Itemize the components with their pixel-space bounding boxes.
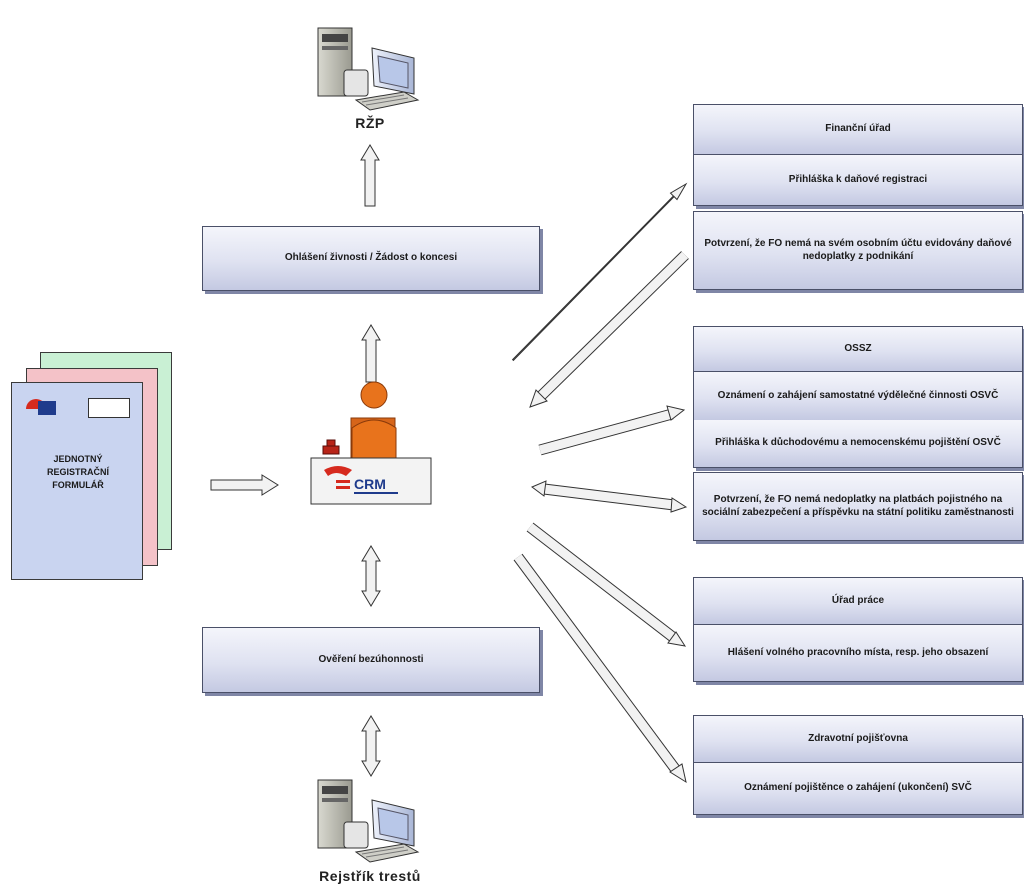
zdravotni-pojistovna-group: Zdravotní pojišťovna Oznámení pojištěnce…: [693, 715, 1023, 815]
ossz-confirmation[interactable]: Potvrzení, že FO nemá nedoplatky na plat…: [693, 472, 1023, 541]
arrow-up-to-trade-notification: [361, 324, 381, 383]
form-title-line-3: FORMULÁŘ: [52, 480, 104, 491]
arrow-double-integrity-register: [361, 715, 381, 777]
urad-prace-group: Úřad práce Hlášení volného pracovního mí…: [693, 577, 1023, 682]
integrity-check-box[interactable]: Ověření bezúhonnosti: [202, 627, 540, 693]
ossz-start-notification[interactable]: Oznámení o zahájení samostatné výdělečné…: [693, 372, 1023, 420]
ossz-insurance-registration[interactable]: Přihláška k důchodovému a nemocenskému p…: [693, 420, 1023, 468]
form-title-line-1: JEDNOTNÝ: [53, 454, 103, 464]
financni-urad-header[interactable]: Finanční úřad: [693, 104, 1023, 155]
zdravotni-pojistovna-header[interactable]: Zdravotní pojišťovna: [693, 715, 1023, 763]
arrow-double-center-integrity: [361, 545, 381, 607]
form-logo-icon: [26, 397, 58, 415]
financni-urad-registration[interactable]: Přihláška k daňové registraci: [693, 155, 1023, 206]
ossz-header[interactable]: OSSZ: [693, 326, 1023, 372]
arrow-to-financni-urad-registration: [511, 182, 688, 362]
trade-notification-box[interactable]: Ohlášení živnosti / Žádost o koncesi: [202, 226, 540, 291]
arrow-right-form-to-office: [210, 474, 279, 496]
arrow-to-ossz-registration: [538, 405, 686, 456]
crm-logo-text: CRM: [354, 476, 386, 492]
form-page-blue[interactable]: JEDNOTNÝ REGISTRAČNÍ FORMULÁŘ: [11, 382, 143, 580]
arrow-to-zdravotni-pojistovna: [513, 553, 687, 784]
ossz-group: OSSZ Oznámení o zahájení samostatné výdě…: [693, 326, 1023, 468]
urad-prace-vacancy[interactable]: Hlášení volného pracovního místa, resp. …: [693, 625, 1023, 682]
arrow-up-to-rzp: [360, 144, 380, 207]
form-title: JEDNOTNÝ REGISTRAČNÍ FORMULÁŘ: [12, 453, 144, 492]
computer-server-icon-top: [317, 27, 420, 111]
criminal-register-label: Rejstřík trestů: [319, 868, 421, 884]
arrow-from-ossz-confirmation: [531, 480, 688, 513]
office-clerk-icon: [322, 381, 397, 463]
financni-urad-confirmation[interactable]: Potvrzení, že FO nemá na svém osobním úč…: [693, 211, 1023, 290]
arrow-from-financni-urad-confirmation: [529, 251, 689, 408]
crm-desk: CRM: [310, 457, 432, 505]
zdravotni-pojistovna-notification[interactable]: Oznámení pojištěnce o zahájení (ukončení…: [693, 763, 1023, 815]
urad-prace-header[interactable]: Úřad práce: [693, 577, 1023, 625]
financni-urad-group: Finanční úřad Přihláška k daňové registr…: [693, 104, 1023, 206]
rzp-label: RŽP: [355, 115, 385, 131]
form-title-line-2: REGISTRAČNÍ: [46, 467, 109, 478]
arrow-to-urad-prace: [526, 522, 687, 647]
computer-server-icon-bottom: [317, 779, 420, 863]
form-field-box: [88, 398, 130, 418]
